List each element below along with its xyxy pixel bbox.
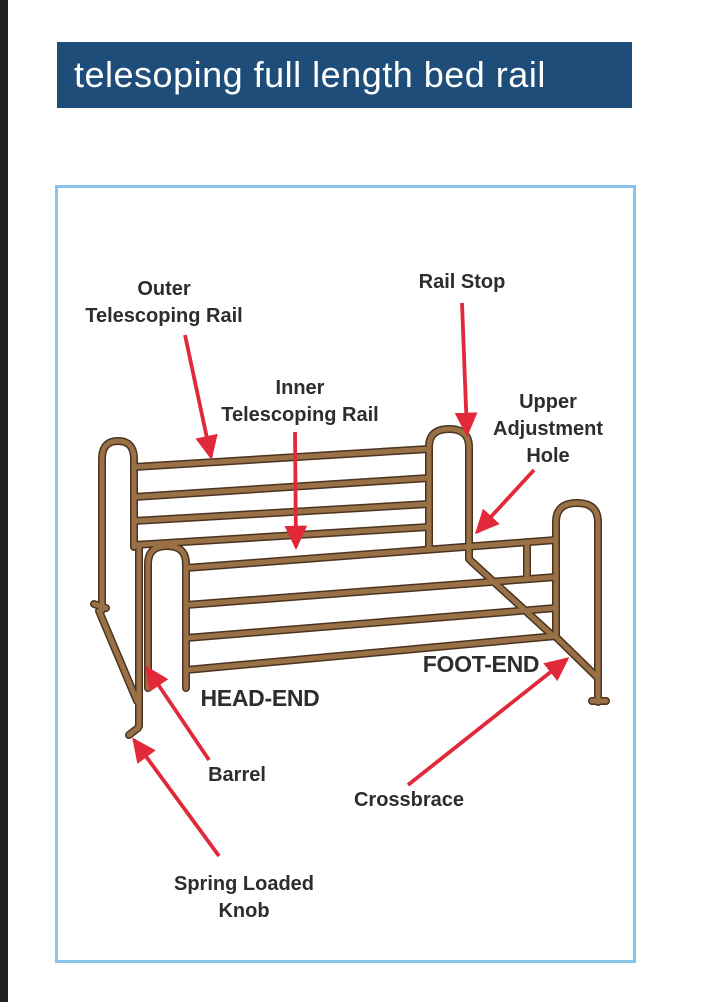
left-edge-strip — [0, 0, 8, 1002]
label-inner-telescoping-rail: Inner Telescoping Rail — [221, 377, 379, 426]
arrow-inner-telescoping-rail — [284, 431, 308, 551]
label-outer-telescoping-rail: Outer Telescoping Rail — [85, 278, 243, 327]
arrow-crossbrace — [406, 657, 570, 787]
label-upper-adjustment-hole: Upper Adjustment Hole — [493, 391, 603, 467]
arrow-outer-telescoping-rail — [183, 334, 218, 460]
title-banner: telesoping full length bed rail — [57, 42, 632, 108]
label-spring-loaded-knob: Spring Loaded Knob — [174, 873, 314, 922]
label-barrel: Barrel — [208, 764, 266, 786]
arrow-barrel — [145, 665, 211, 762]
page-title: telesoping full length bed rail — [74, 54, 546, 95]
label-head-end: HEAD-END — [200, 685, 320, 711]
arrow-rail-stop — [454, 302, 478, 438]
callout-arrows — [132, 302, 570, 858]
arrow-spring-loaded-knob — [132, 737, 221, 858]
arrow-upper-adjustment-hole — [474, 468, 536, 535]
label-crossbrace: Crossbrace — [353, 789, 465, 811]
label-foot-end: FOOT-END — [422, 651, 540, 677]
label-rail-stop: Rail Stop — [418, 271, 506, 293]
